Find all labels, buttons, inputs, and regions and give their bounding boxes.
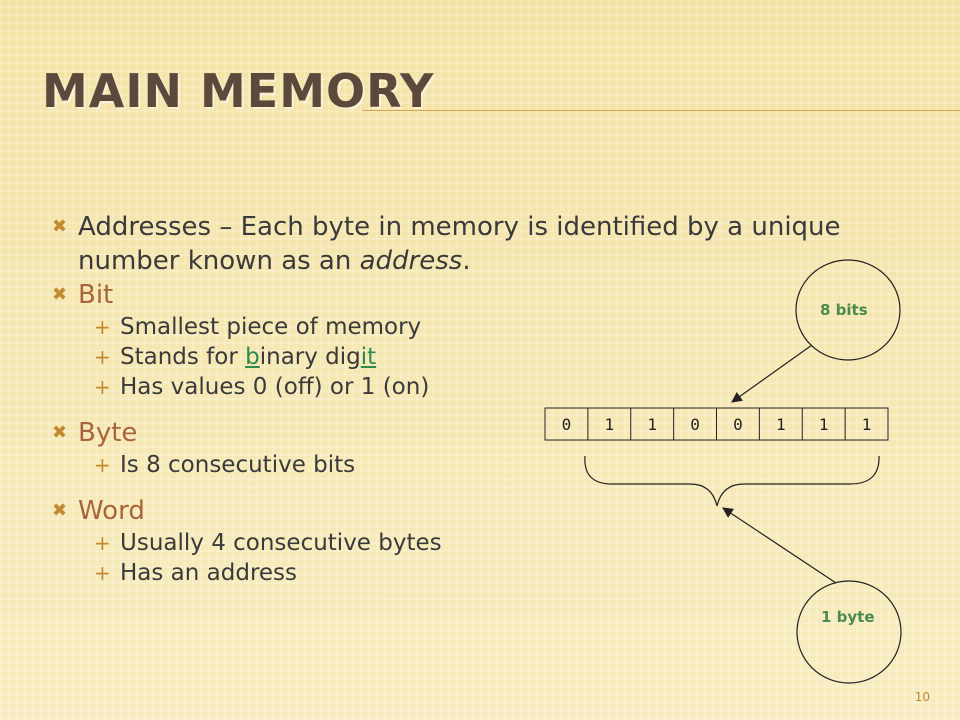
bit-cells: 0 1 1 0 0 1 1 1: [544, 407, 889, 441]
bits-label: 8 bits: [820, 301, 868, 319]
byte-callout-ellipse: [796, 580, 902, 684]
x-bullet-icon: ✖: [52, 422, 68, 443]
addresses-period: .: [462, 246, 471, 276]
bit-value: 0: [562, 415, 572, 434]
bits-arrow: [731, 344, 813, 403]
bits-callout-ellipse: [795, 259, 901, 361]
bullet-bit: ✖ Bit: [48, 278, 868, 312]
x-bullet-icon: ✖: [52, 500, 68, 521]
bullet-addresses: ✖ Addresses – Each byte in memory is ide…: [48, 210, 868, 278]
plus-bullet-icon: +: [94, 561, 111, 585]
bullet-byte: ✖ Byte: [48, 416, 868, 450]
bit-heading: Bit: [78, 280, 114, 310]
plus-bullet-icon: +: [94, 375, 111, 399]
x-bullet-icon: ✖: [52, 284, 68, 305]
title-underline: [362, 110, 960, 111]
plus-bullet-icon: +: [94, 345, 111, 369]
bit-value: 1: [819, 415, 829, 434]
bit-value: 1: [604, 415, 614, 434]
bit-value: 1: [862, 415, 872, 434]
bit-item-1: Smallest piece of memory: [120, 314, 422, 340]
byte-brace: [584, 455, 880, 507]
sub-bullet: + Is 8 consecutive bits: [48, 450, 868, 480]
bullet-list: ✖ Addresses – Each byte in memory is ide…: [48, 210, 868, 588]
address-emphasis: address: [359, 246, 463, 276]
digit-it-link[interactable]: it: [360, 344, 377, 370]
slide-title: MAIN MEMORY: [42, 64, 435, 118]
sub-bullet: + Usually 4 consecutive bytes: [48, 528, 868, 558]
x-bullet-icon: ✖: [52, 216, 68, 237]
sub-bullet: + Has values 0 (off) or 1 (on): [48, 372, 868, 402]
word-item-2: Has an address: [120, 560, 298, 586]
byte-heading: Byte: [78, 418, 138, 448]
binary-digit-text: inary dig: [259, 344, 361, 370]
bit-item-3: Has values 0 (off) or 1 (on): [120, 374, 430, 400]
bit-value: 1: [647, 415, 657, 434]
sub-bullet: + Has an address: [48, 558, 868, 588]
addresses-text: Addresses – Each byte in memory is ident…: [78, 212, 841, 276]
bullet-word: ✖ Word: [48, 494, 868, 528]
byte-label: 1 byte: [821, 608, 875, 626]
word-heading: Word: [78, 496, 145, 526]
plus-bullet-icon: +: [94, 453, 111, 477]
page-number: 10: [914, 690, 930, 704]
word-item-1: Usually 4 consecutive bytes: [120, 530, 442, 556]
sub-bullet: + Stands for binary digit: [48, 342, 868, 372]
binary-b-link[interactable]: b: [245, 344, 260, 370]
bit-value: 0: [690, 415, 700, 434]
sub-bullet: + Smallest piece of memory: [48, 312, 868, 342]
bit-value: 0: [733, 415, 743, 434]
bit-item-2: Stands for: [120, 344, 246, 370]
plus-bullet-icon: +: [94, 531, 111, 555]
byte-item-1: Is 8 consecutive bits: [120, 452, 356, 478]
plus-bullet-icon: +: [94, 315, 111, 339]
bit-value: 1: [776, 415, 786, 434]
byte-arrow: [722, 507, 837, 584]
